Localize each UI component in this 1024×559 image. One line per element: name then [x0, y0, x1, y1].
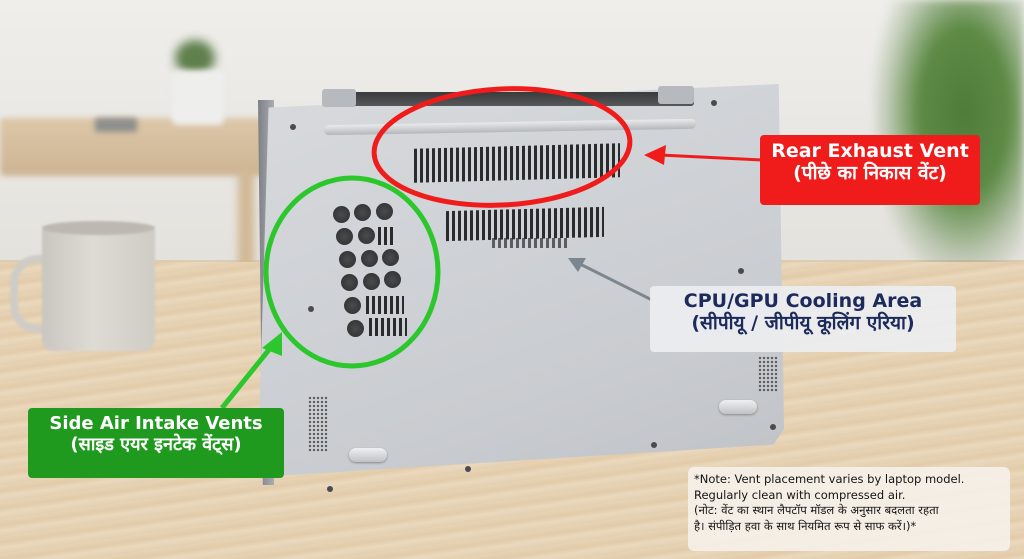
- cpu-gpu-cooling-label: CPU/GPU Cooling Area (सीपीयू / जीपीयू कू…: [650, 286, 956, 352]
- cpu-gpu-vent-grille: [446, 206, 604, 242]
- hinge-cap-right: [658, 86, 694, 104]
- coffee-mug: [42, 226, 155, 351]
- screw: [711, 100, 717, 106]
- side-intake-title-en: Side Air Intake Vents: [49, 413, 263, 434]
- screw: [465, 466, 471, 472]
- cpu-gpu-title-en: CPU/GPU Cooling Area: [683, 290, 923, 312]
- note-line-3: (नोट: वेंट का स्थान लैपटॉप मॉडल के अनुसा…: [694, 503, 939, 517]
- screw: [308, 306, 314, 312]
- note-line-2: Regularly clean with compressed air.: [694, 487, 906, 502]
- note-line-1: *Note: Vent placement varies by laptop m…: [694, 472, 965, 486]
- rear-exhaust-label: Rear Exhaust Vent (पीछे का निकास वेंट): [760, 135, 980, 205]
- side-intake-title-hi: (साइड एयर इनटेक वेंट्स): [70, 434, 242, 456]
- screw: [290, 124, 296, 130]
- rear-exhaust-vent-grille: [414, 143, 620, 183]
- rubber-foot: [719, 400, 757, 414]
- background-shelf: [0, 118, 280, 176]
- rear-exhaust-title-hi: (पीछे का निकास वेंट): [793, 162, 947, 185]
- screw: [770, 424, 776, 430]
- hinge-cap-left: [322, 89, 356, 107]
- mug-rim: [42, 221, 155, 235]
- laptop-underside: [258, 84, 784, 476]
- laptop-hinge: [322, 92, 694, 106]
- mug-handle: [10, 255, 58, 333]
- shelf-object: [95, 118, 137, 132]
- speaker-grille-left: [308, 396, 328, 452]
- small-plant-pot: [172, 70, 224, 125]
- screw: [327, 486, 333, 492]
- rubber-foot: [349, 448, 387, 462]
- cpu-gpu-title-hi: (सीपीयू / जीपीयू कूलिंग एरिया): [691, 312, 915, 335]
- screw: [738, 268, 744, 274]
- shelf-leg: [238, 170, 254, 290]
- screw: [651, 442, 657, 448]
- cpu-gpu-small-grille: [492, 238, 570, 248]
- speaker-grille-right: [758, 356, 778, 392]
- rear-exhaust-title-en: Rear Exhaust Vent: [771, 140, 969, 162]
- note-box: *Note: Vent placement varies by laptop m…: [688, 467, 1010, 551]
- side-intake-label: Side Air Intake Vents (साइड एयर इनटेक वे…: [28, 408, 284, 478]
- note-line-4: है। संपीड़ित हवा के साथ नियमित रूप से सा…: [694, 518, 917, 533]
